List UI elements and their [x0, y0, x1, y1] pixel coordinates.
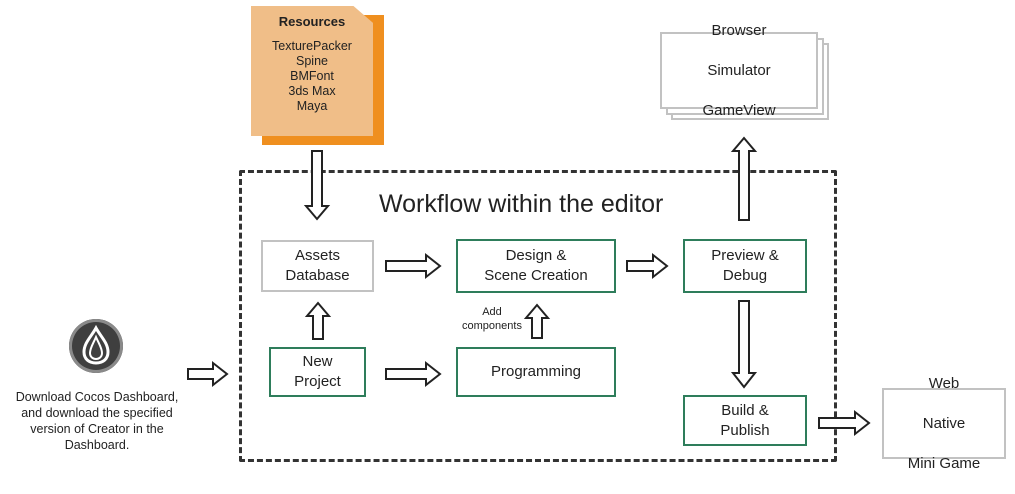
assets-database-box: Assets Database — [261, 240, 374, 292]
new-project-box: New Project — [269, 347, 366, 397]
arrow-design-to-preview — [626, 252, 669, 280]
arrow-preview-to-build — [730, 300, 758, 389]
cocos-dashboard-logo-icon — [69, 319, 123, 373]
platform-line: Native — [922, 414, 966, 432]
output-line: Browser — [711, 21, 767, 39]
platform-line: Web — [928, 374, 960, 392]
arrow-preview-to-browser — [730, 136, 758, 221]
design-scene-creation-box: Design & Scene Creation — [456, 239, 616, 293]
preview-debug-box: Preview & Debug — [683, 239, 807, 293]
dashboard-instructions: Download Cocos Dashboard, and download t… — [15, 390, 179, 452]
arrow-programming-to-design — [523, 303, 551, 339]
resources-document — [251, 6, 373, 136]
editor-workflow-frame — [239, 170, 837, 462]
add-components-label: Add components — [462, 306, 522, 332]
platforms-box: Web Native Mini Game — [882, 375, 1006, 472]
arrow-newproject-to-assets — [304, 301, 332, 340]
resources-list: TexturePacker Spine BMFont 3ds Max Maya — [251, 39, 373, 114]
programming-box: Programming — [456, 347, 616, 397]
editor-workflow-title: Workflow within the editor — [379, 190, 664, 218]
arrow-build-to-platforms — [818, 409, 871, 437]
resource-item: TexturePacker — [272, 39, 352, 53]
output-line: Simulator — [707, 61, 771, 79]
flow-arrows: .ar { fill: #ffffff; stroke: #222; strok… — [187, 136, 871, 437]
resources-title: Resources — [278, 14, 346, 29]
resource-item: BMFont — [290, 69, 334, 83]
resource-item: 3ds Max — [288, 84, 336, 98]
browser-simulator-box: Browser Simulator GameView — [660, 22, 818, 119]
arrow-dashboard-to-editor — [187, 360, 229, 388]
resource-item: Maya — [296, 99, 328, 113]
platform-line: Mini Game — [907, 454, 981, 472]
arrow-resources-to-assets — [303, 150, 331, 221]
cocos-logo-glyph-icon — [82, 324, 110, 365]
arrow-newproject-to-programming — [385, 360, 442, 388]
resource-item: Spine — [296, 54, 328, 68]
arrow-assets-to-design — [385, 252, 442, 280]
build-publish-box: Build & Publish — [683, 395, 807, 446]
output-line: GameView — [702, 101, 776, 119]
